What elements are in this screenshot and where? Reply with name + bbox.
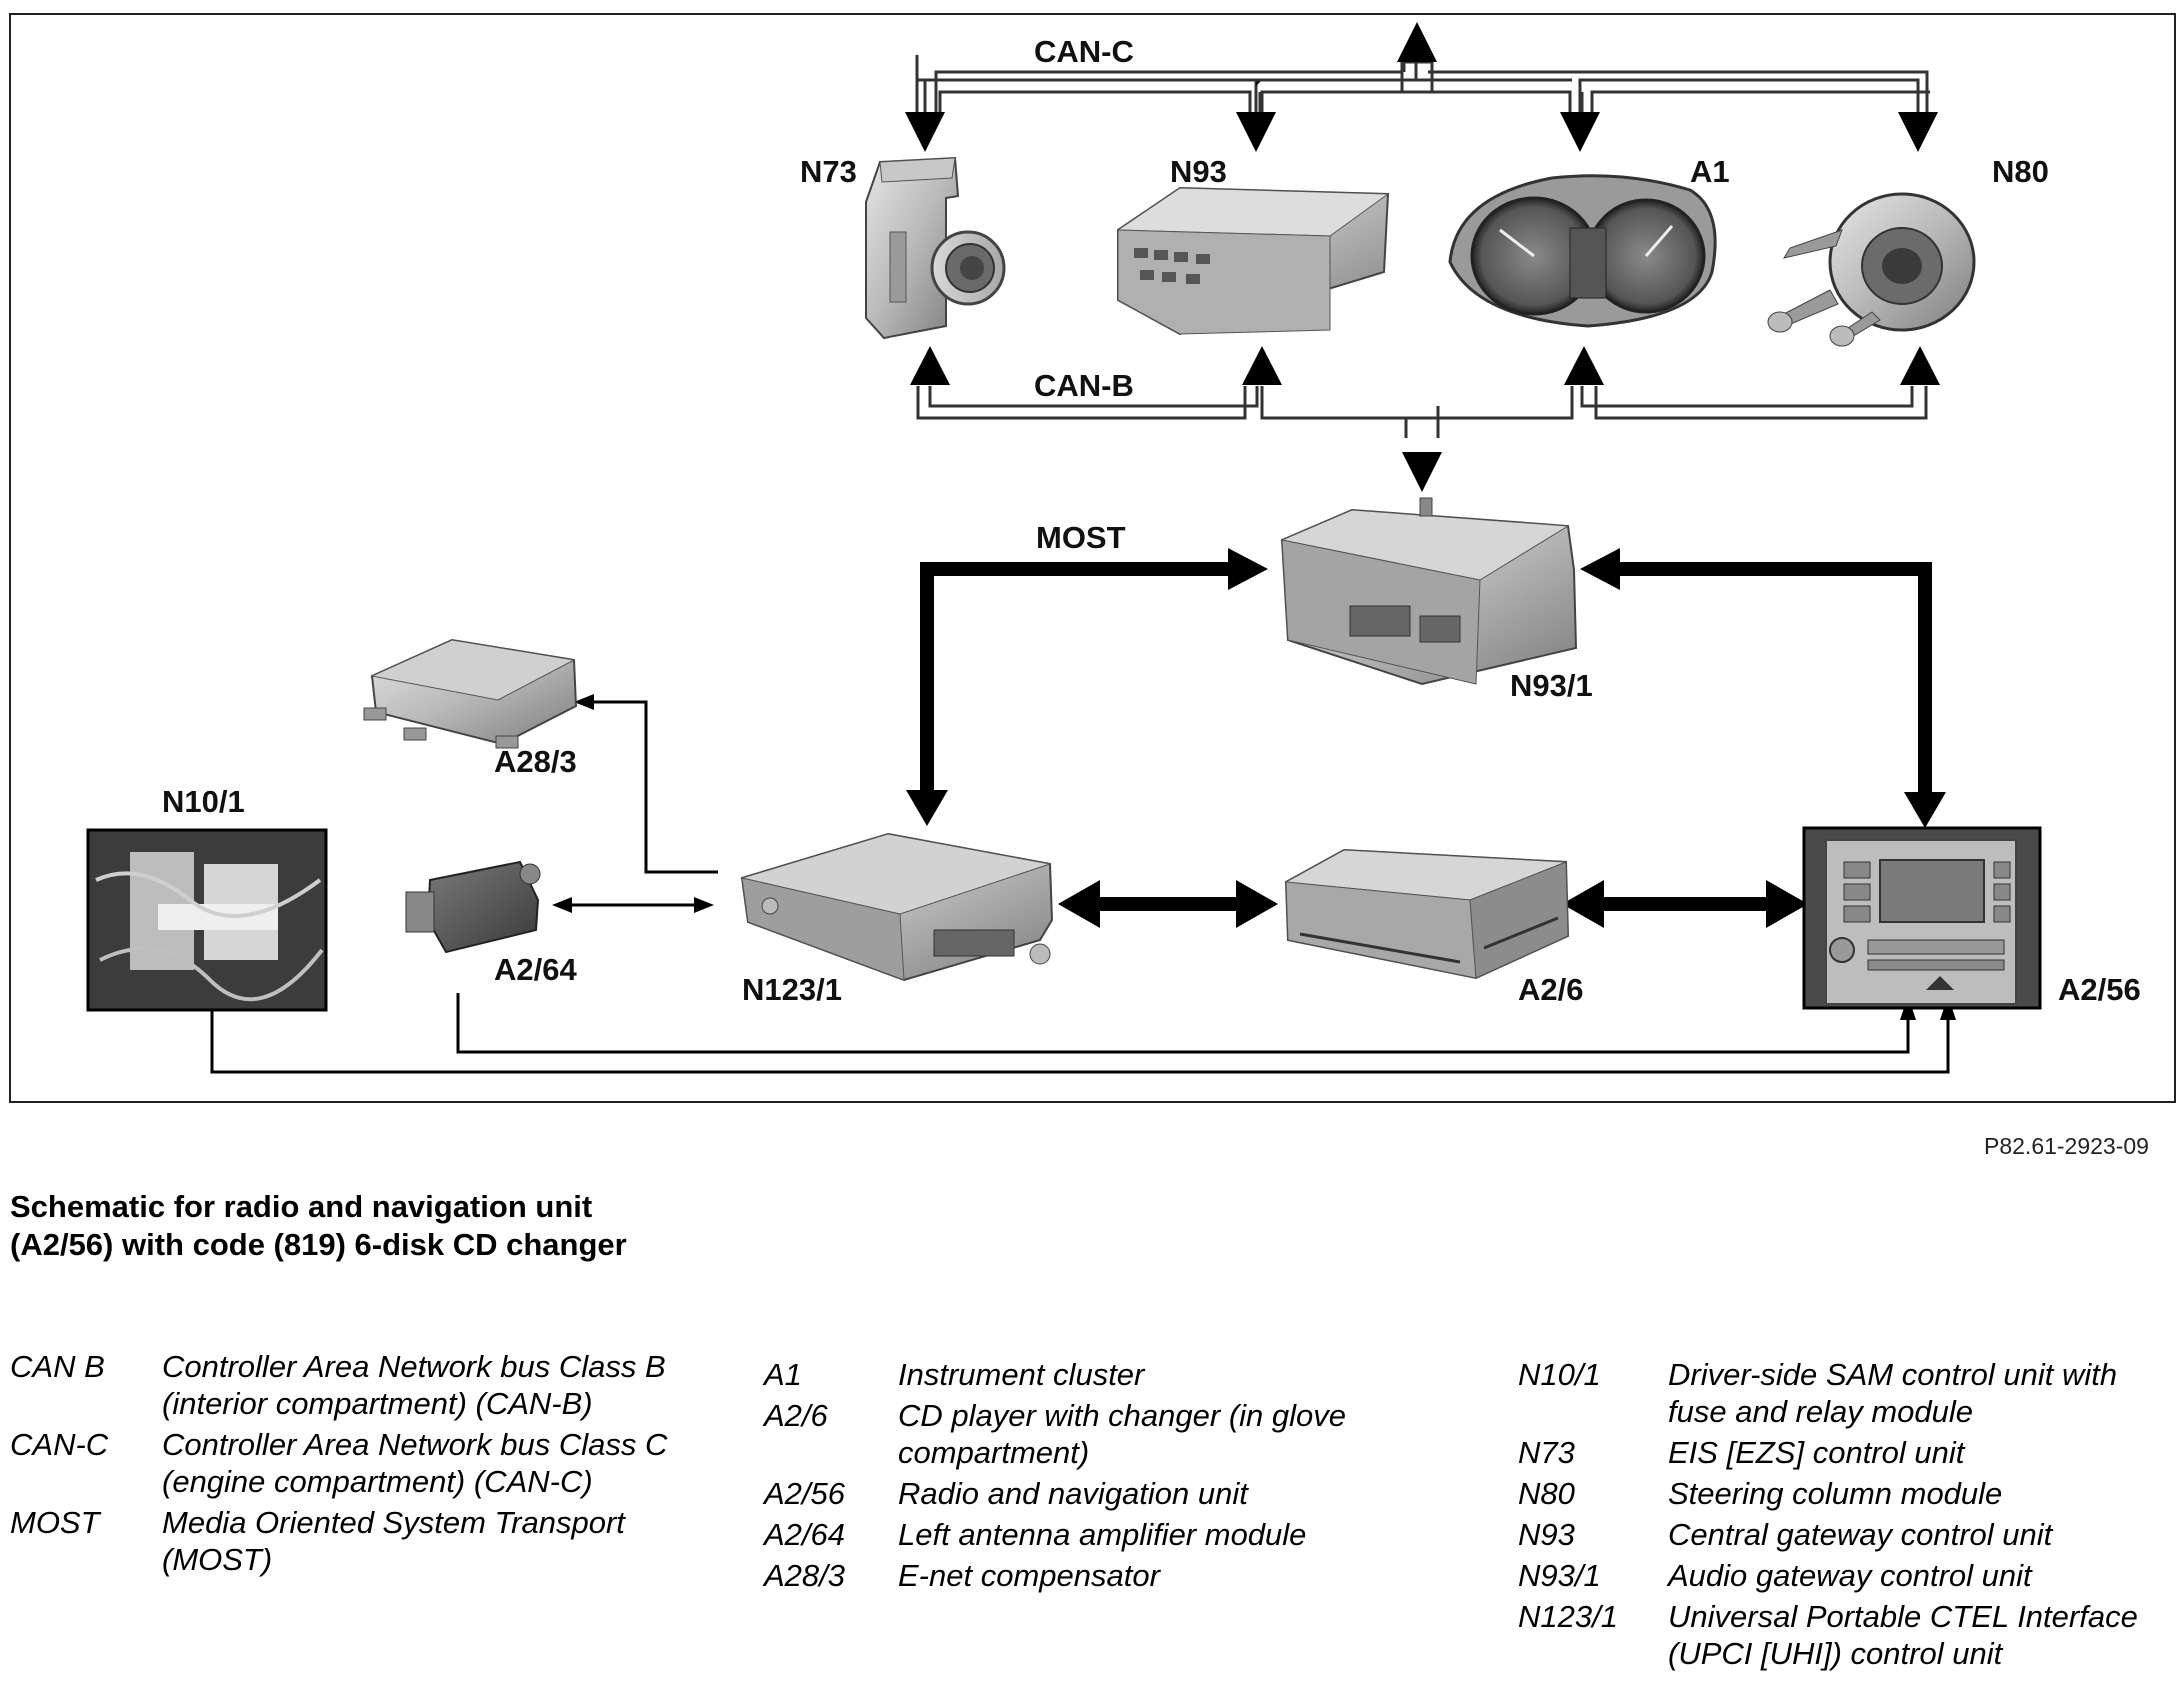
legend-item: N80 Steering column module: [1518, 1475, 2178, 1512]
legend-key: N10/1: [1518, 1357, 1601, 1392]
legend-desc: Universal Portable CTEL Interface (UPCI …: [1668, 1599, 2138, 1671]
legend-desc: Radio and navigation unit: [898, 1476, 1248, 1511]
legend-key: A2/64: [764, 1517, 846, 1552]
legend-desc: Left antenna amplifier module: [898, 1517, 1307, 1552]
legend-desc: Driver-side SAM control unit with fuse a…: [1668, 1357, 2118, 1429]
n93-gateway-image: [1116, 186, 1390, 336]
can-b-lines: [916, 386, 1928, 438]
can-c-label: CAN-C: [1034, 34, 1134, 69]
legend-item: N10/1 Driver-side SAM control unit with f…: [1518, 1356, 2178, 1430]
legend-key: A2/6: [764, 1398, 828, 1433]
legend-item: N123/1 Universal Portable CTEL Interface …: [1518, 1598, 2178, 1672]
legend-key: N123/1: [1518, 1599, 1618, 1634]
legend-item: CAN-C Controller Area Network bus Class C…: [10, 1426, 690, 1500]
legend-key: N93: [1518, 1517, 1575, 1552]
label-a2-6: A2/6: [1518, 972, 1583, 1007]
legend-item: A1 Instrument cluster: [764, 1356, 1424, 1393]
n73-ignition-switch-image: [865, 156, 1006, 340]
n123-1-upci-image: [740, 832, 1054, 982]
legend-item: A2/6 CD player with changer (in glove com…: [764, 1397, 1424, 1471]
legend-desc: CD player with changer (in glove compart…: [898, 1398, 1346, 1470]
legend-desc: Media Oriented System Transport (MOST): [162, 1505, 625, 1577]
a28-3-enet-compensator-image: [363, 638, 578, 749]
label-n10-1: N10/1: [162, 784, 245, 819]
n10-1-sam-photo: [86, 828, 328, 1012]
most-bus: [906, 548, 1946, 928]
legend-item: MOST Media Oriented System Transport (MOS…: [10, 1504, 690, 1578]
can-c-arrows: [905, 22, 1938, 152]
legend-item: A2/56 Radio and navigation unit: [764, 1475, 1424, 1512]
legend-desc: Controller Area Network bus Class B (int…: [162, 1349, 666, 1421]
can-c-lines: [923, 62, 1930, 112]
label-a28-3: A28/3: [494, 744, 577, 779]
legend-item: A2/64 Left antenna amplifier module: [764, 1516, 1424, 1553]
legend-key: CAN B: [10, 1349, 105, 1384]
most-label: MOST: [1036, 520, 1126, 555]
legend-key: MOST: [10, 1505, 100, 1540]
legend-desc: E-net compensator: [898, 1558, 1160, 1593]
legend-desc: Instrument cluster: [898, 1357, 1145, 1392]
n93-1-audio-gateway-image: [1280, 497, 1578, 686]
a2-64-antenna-amplifier-image: [405, 860, 541, 954]
legend-column-2: A1 Instrument cluster A2/6 CD player with …: [764, 1356, 1424, 1598]
legend-key: A28/3: [764, 1558, 846, 1593]
legend-column-3: N10/1 Driver-side SAM control unit with f…: [1518, 1356, 2178, 1676]
label-n80: N80: [1992, 154, 2049, 189]
legend-desc: Controller Area Network bus Class C (eng…: [162, 1427, 668, 1499]
legend-item: N73 EIS [EZS] control unit: [1518, 1434, 2178, 1471]
legend-key: N80: [1518, 1476, 1575, 1511]
schematic-diagram: CAN-C CAN-B MOST: [9, 13, 2176, 1103]
legend-item: N93/1 Audio gateway control unit: [1518, 1557, 2178, 1594]
a2-56-radio-nav-unit-image: [1802, 826, 2042, 1010]
legend-item: CAN B Controller Area Network bus Class B…: [10, 1348, 690, 1422]
legend-key: CAN-C: [10, 1427, 109, 1462]
can-b-label: CAN-B: [1034, 368, 1134, 403]
label-a2-64: A2/64: [494, 952, 577, 987]
legend-desc: Central gateway control unit: [1668, 1517, 2053, 1552]
label-a1: A1: [1690, 154, 1730, 189]
n80-steering-column-image: [1767, 192, 1976, 347]
a2-6-cd-changer-image: [1284, 848, 1570, 980]
legend-key: N73: [1518, 1435, 1575, 1470]
legend-item: A28/3 E-net compensator: [764, 1557, 1424, 1594]
label-n93: N93: [1170, 154, 1227, 189]
legend-desc: Steering column module: [1668, 1476, 2003, 1511]
can-b-arrows: [910, 346, 1940, 492]
thin-lines: [210, 700, 1950, 1074]
legend-item: N93 Central gateway control unit: [1518, 1516, 2178, 1553]
a1-instrument-cluster-image: [1448, 174, 1717, 328]
legend-key: N93/1: [1518, 1558, 1601, 1593]
label-a2-56: A2/56: [2058, 972, 2141, 1007]
legend-key: A1: [764, 1357, 802, 1392]
diagram-frame: [9, 13, 2176, 1103]
label-n123-1: N123/1: [742, 972, 842, 1007]
label-n73: N73: [800, 154, 857, 189]
legend-column-1: CAN B Controller Area Network bus Class B…: [10, 1348, 690, 1582]
schematic-title: Schematic for radio and navigation unit …: [10, 1189, 627, 1262]
legend-desc: Audio gateway control unit: [1668, 1558, 2032, 1593]
figure-code: P82.61-2923-09: [1984, 1133, 2149, 1159]
legend-desc: EIS [EZS] control unit: [1668, 1435, 1965, 1470]
label-n93-1: N93/1: [1510, 668, 1593, 703]
legend-key: A2/56: [764, 1476, 846, 1511]
